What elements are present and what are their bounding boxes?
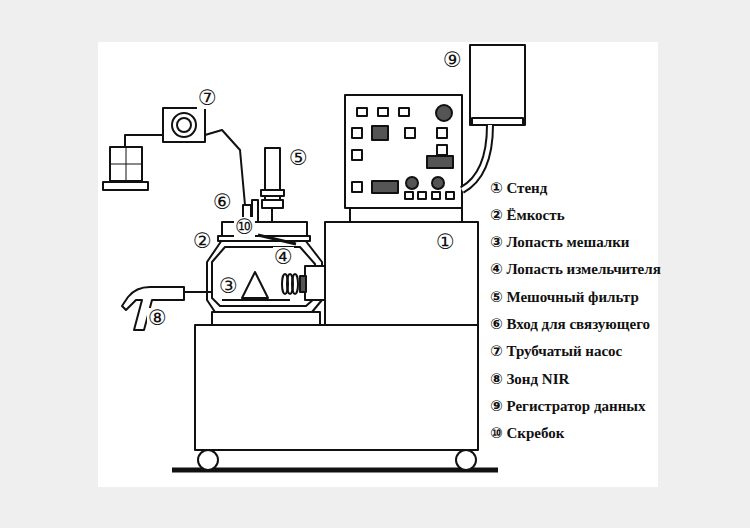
callout-number: ⑦ [197,88,218,109]
callout-number: ⑩ [234,217,255,238]
callout-number: ① [435,232,456,253]
callout-number: ② [192,231,213,252]
parts-list-entry: ⑨ Регистратор данных [490,399,646,414]
callout-number: ④ [273,247,294,268]
callout-number: ⑥ [212,192,233,213]
callout-number: ⑤ [288,148,309,169]
parts-list-entry: ② Ёмкость [490,208,565,223]
parts-list-entry: ① Стенд [490,181,547,196]
parts-list-entry: ⑤ Мешочный фильтр [490,290,639,305]
parts-list-entry: ⑦ Трубчатый насос [490,344,622,359]
parts-list-entry: ⑩ Скребок [490,426,564,441]
parts-list-entry: ④ Лопасть измельчителя [490,262,661,277]
callout-number: ⑧ [147,308,168,329]
callout-number: ⑨ [442,50,463,71]
parts-list-entry: ⑥ Вход для связующего [490,317,650,332]
parts-list-entry: ③ Лопасть мешалки [490,235,629,250]
callout-number: ③ [218,276,239,297]
parts-list-entry: ⑧ Зонд NIR [490,372,569,387]
